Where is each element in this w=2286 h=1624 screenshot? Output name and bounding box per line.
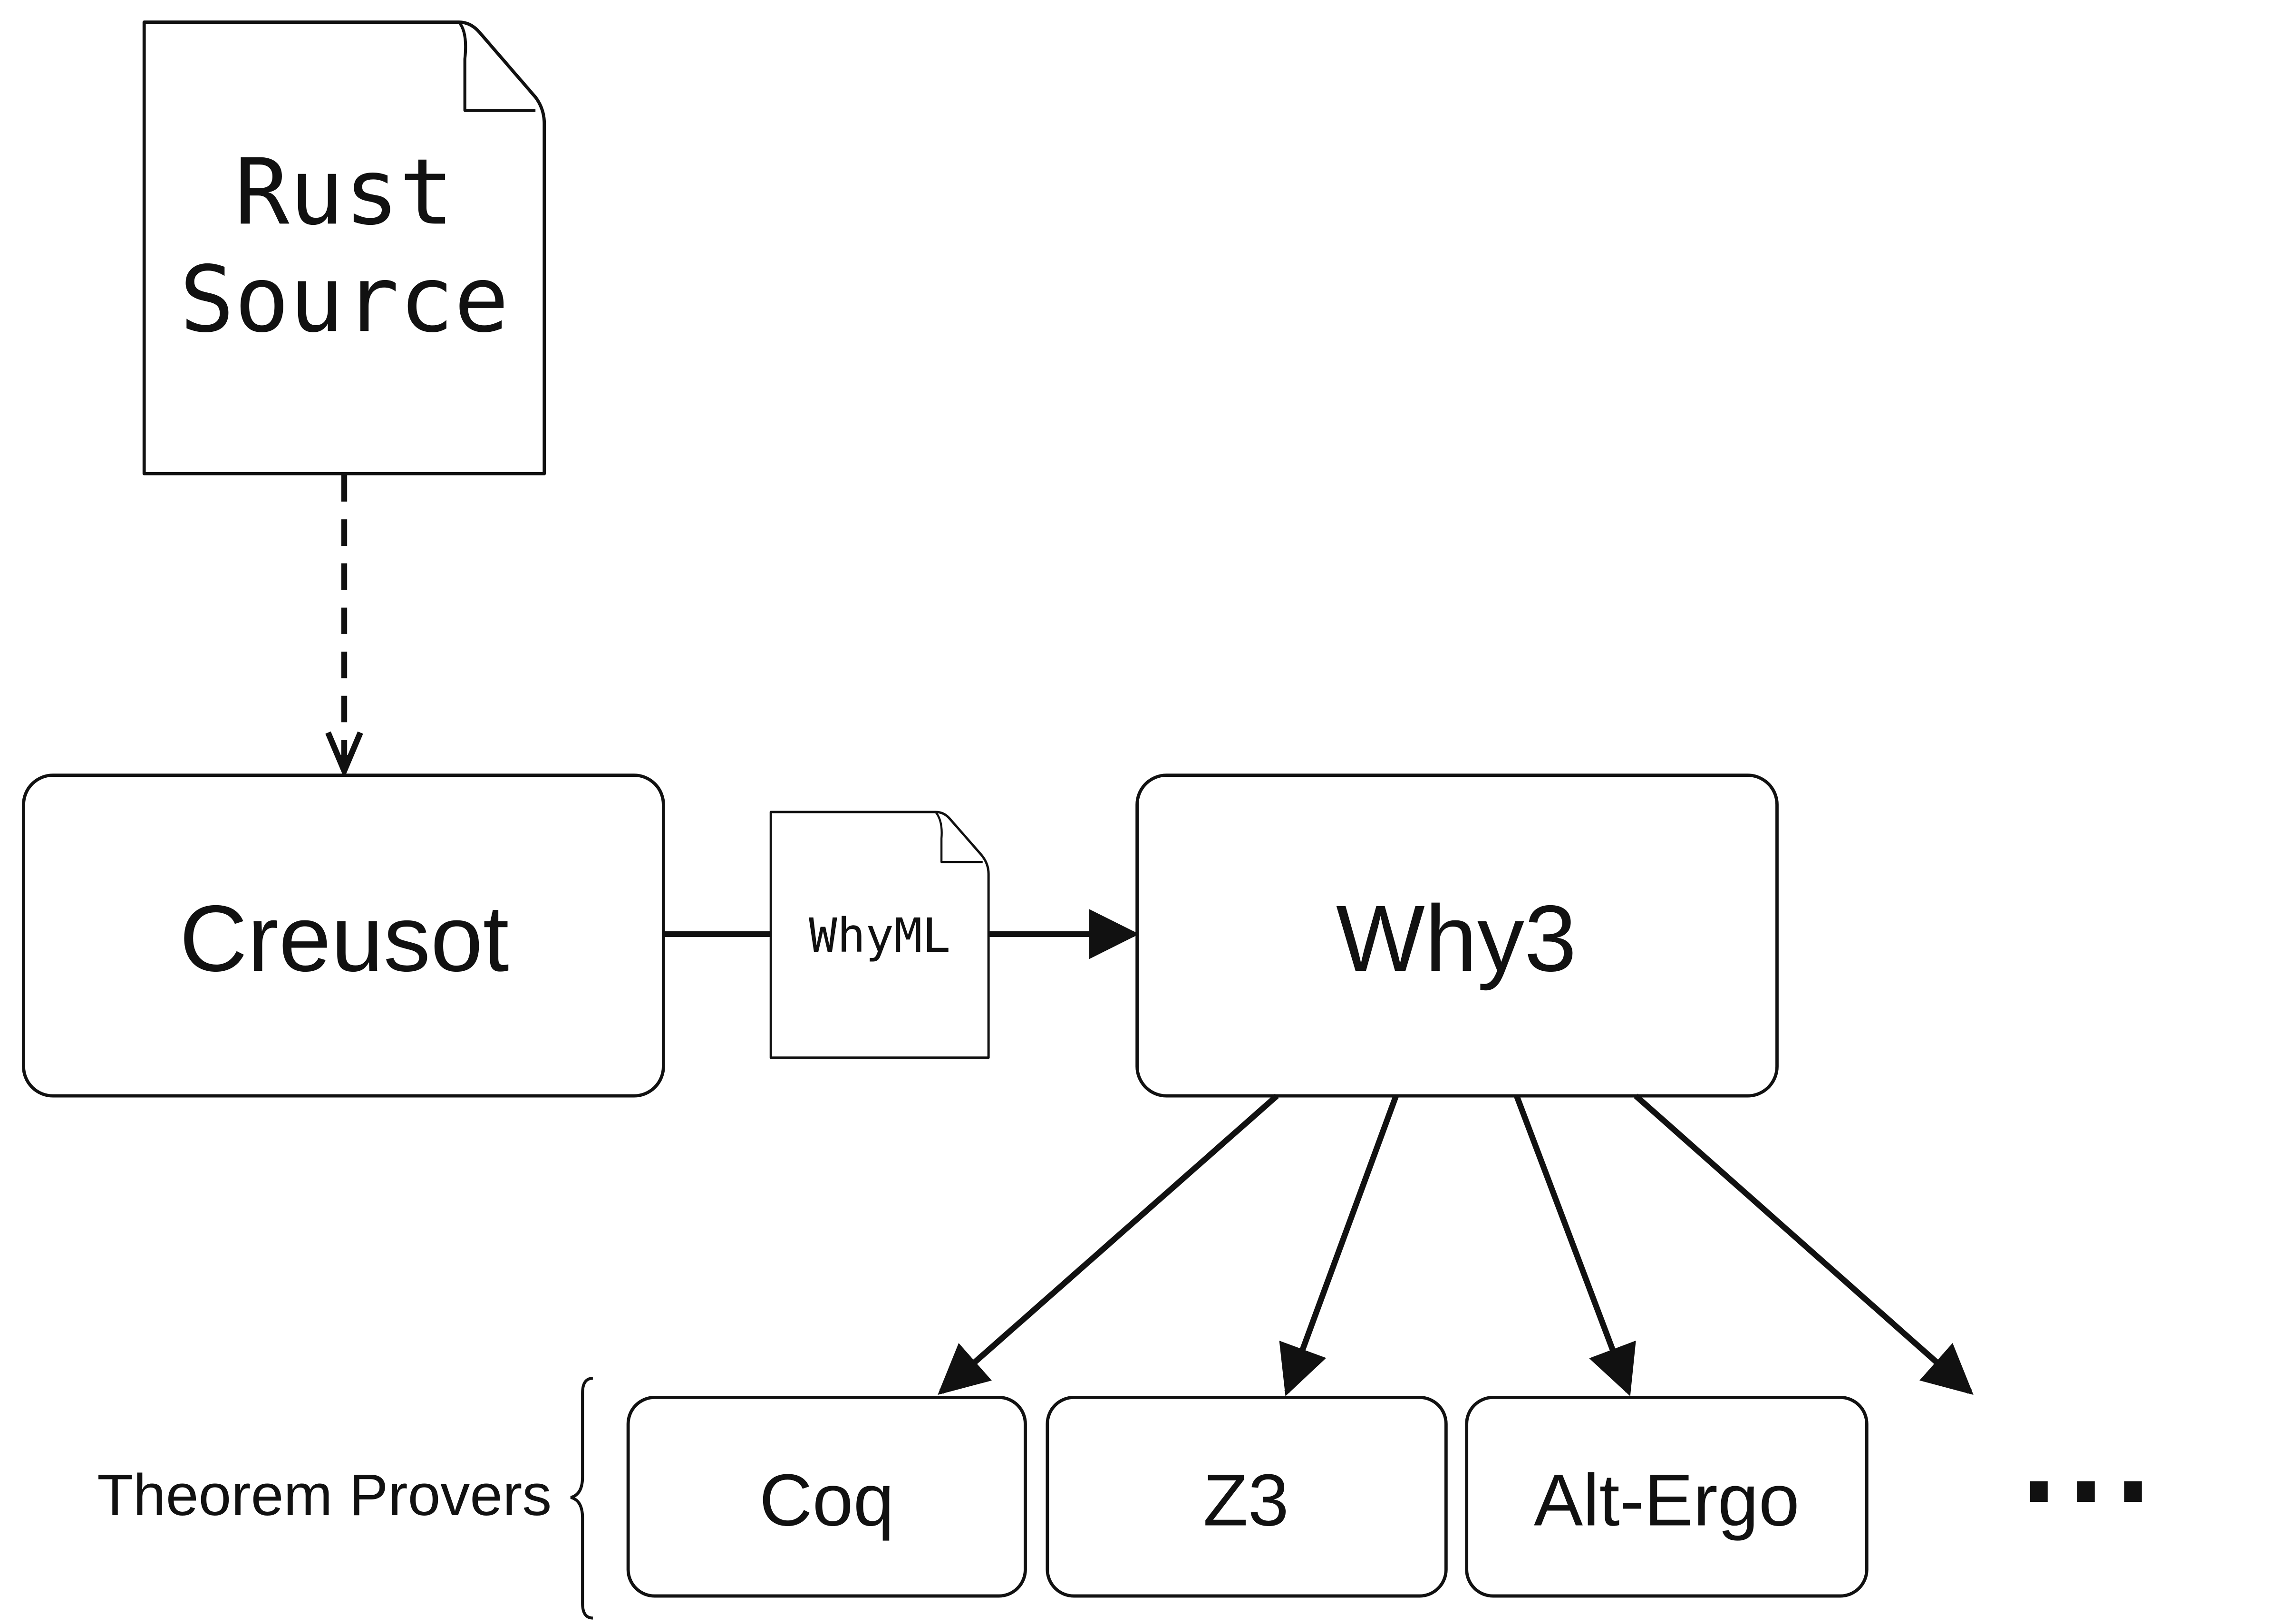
theorem-provers-label: Theorem Provers — [97, 1462, 552, 1528]
rust-source-line1: Rust — [234, 139, 454, 245]
rust-source-document: Rust Source — [142, 20, 546, 475]
prover-alt-ergo-label: Alt-Ergo — [1534, 1459, 1800, 1541]
why3-to-z3-arrow — [1279, 1094, 1399, 1396]
why3-to-coq-arrow — [938, 1093, 1279, 1395]
why3-to-alt-ergo-arrow — [1514, 1094, 1636, 1396]
prover-z3-box: Z3 — [1046, 1395, 1448, 1598]
more-provers-ellipsis: ... — [2030, 1481, 2142, 1504]
whyml-document: WhyML — [769, 811, 990, 1059]
creusot-box: Creusot — [22, 773, 665, 1098]
prover-alt-ergo-box: Alt-Ergo — [1465, 1395, 1869, 1598]
why3-to-more-arrow — [1634, 1093, 1974, 1395]
why3-label: Why3 — [1336, 886, 1577, 991]
prover-z3-label: Z3 — [1203, 1459, 1289, 1541]
prover-coq-label: Coq — [759, 1459, 894, 1541]
prover-coq-box: Coq — [626, 1395, 1027, 1598]
whyml-label: WhyML — [809, 909, 950, 963]
provers-brace — [570, 1377, 593, 1620]
more-provers-label: ... — [2085, 1502, 2087, 1504]
creusot-label: Creusot — [179, 886, 509, 991]
rust-source-line2: Source — [180, 247, 509, 353]
why3-box: Why3 — [1135, 773, 1779, 1098]
